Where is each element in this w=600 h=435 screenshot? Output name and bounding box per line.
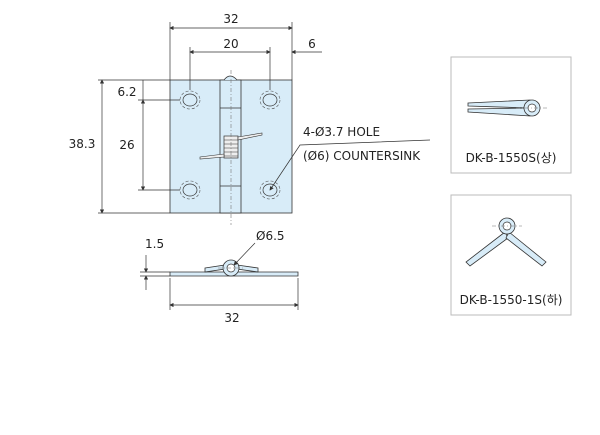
hole-note-line1: 4-Ø3.7 HOLE: [303, 125, 380, 139]
dim-thickness: 1.5: [145, 237, 164, 251]
hole-note-line2: (Ø6) COUNTERSINK: [303, 149, 421, 163]
pin-diameter-leader: [233, 242, 256, 266]
spring-leg: [204, 264, 226, 273]
dim-edge-offset: 6: [308, 37, 316, 51]
variant-label-1: DK-B-1550S(상): [466, 151, 557, 165]
mounting-hole: [179, 180, 201, 200]
dim-width: 32: [223, 12, 238, 26]
spring-leg: [236, 264, 259, 273]
dim-side-width: 32: [224, 311, 239, 325]
front-view: 32 20 6 38.3 26 6.2 4-Ø3.7 HOLE (Ø6) COU…: [69, 12, 431, 225]
variant-label-2: DK-B-1550-1S(하): [460, 293, 563, 307]
mounting-hole: [179, 90, 201, 110]
dim-hole-spacing-x: 20: [223, 37, 238, 51]
side-view: Ø6.5 1.5 32: [140, 229, 299, 325]
dim-pin-diameter: Ø6.5: [256, 229, 285, 243]
mounting-holes: [179, 90, 281, 200]
dim-hole-spacing-y: 26: [119, 138, 134, 152]
mounting-hole: [259, 90, 281, 110]
variant-card-1550s: DK-B-1550S(상): [450, 56, 572, 174]
pin-head: [223, 75, 238, 81]
dim-hole-top-offset: 6.2: [117, 85, 136, 99]
variant-card-border: [450, 194, 572, 316]
dim-height: 38.3: [69, 137, 96, 151]
mounting-hole: [259, 180, 281, 200]
spring-leg: [505, 231, 547, 267]
variant-card-1550-1s: DK-B-1550-1S(하): [450, 194, 572, 316]
hole-note-leader: [269, 139, 431, 191]
